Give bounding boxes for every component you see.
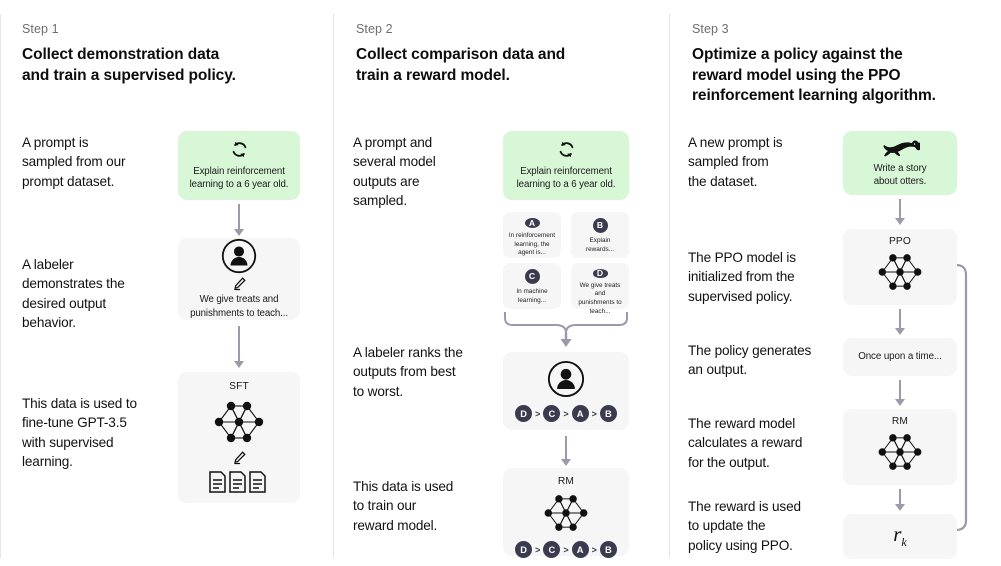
step-2-prompt-caption: Explain reinforcement learning to a 6 ye…: [516, 165, 616, 190]
output-badge-b: B: [592, 218, 608, 233]
step-3-arrow-3: [893, 380, 907, 406]
step-3-prompt-card[interactable]: Write a story about otters.: [843, 131, 957, 195]
step-3-ppo-card[interactable]: PPO: [843, 229, 957, 305]
step-1-prompt-caption: Explain reinforcement learning to a 6 ye…: [189, 165, 289, 190]
step-1-header: Step 1 Collect demonstration data and tr…: [0, 22, 334, 86]
step-1-body-1: A prompt is sampled from our prompt data…: [22, 135, 126, 189]
neural-network-icon: [867, 429, 933, 475]
step-3-column: Step 3 Optimize a policy against the rew…: [670, 0, 1001, 566]
step-2-title: Collect comparison data and train a rewa…: [356, 46, 566, 84]
step-2-body-2: A labeler ranks the outputs from best to…: [353, 345, 463, 399]
column-divider-2: [669, 14, 670, 558]
reward-formula: rk: [893, 522, 907, 550]
ppo-label: PPO: [888, 236, 912, 247]
step-3-header: Step 3 Optimize a policy against the rew…: [670, 22, 1001, 107]
step-3-body-3: The policy generates an output.: [688, 343, 812, 378]
pencil-icon: [232, 276, 247, 291]
output-badge-c: C: [524, 269, 540, 284]
neural-network-icon: [205, 396, 273, 448]
step-1-prompt-card[interactable]: Explain reinforcement learning to a 6 ye…: [178, 131, 300, 200]
output-badge-a: A: [524, 218, 540, 229]
ranking-row-labeler: D > C > A > B: [515, 405, 617, 422]
labeler-person-icon: [221, 238, 257, 274]
rank-badge-4: B: [599, 405, 617, 422]
step-3-body-4: The reward model calculates a reward for…: [688, 416, 803, 470]
merge-brace: [503, 310, 629, 348]
reward-subscript: k: [901, 535, 907, 550]
step-1-body-3: This data is used to fine-tune GPT-3.5 w…: [22, 396, 137, 469]
step-3-prompt-caption: Write a story about otters.: [873, 162, 927, 187]
labeler-person-icon: [547, 360, 585, 398]
column-divider-1b: [333, 14, 334, 558]
pencil-icon: [232, 450, 247, 465]
step-3-body-5: The reward is used to update the policy …: [688, 499, 801, 553]
neural-network-icon: [867, 249, 933, 295]
rm-rank-badge-4: B: [599, 541, 617, 558]
step-1-sft-card[interactable]: SFT: [178, 372, 300, 503]
step-2-column: Step 2 Collect comparison data and train…: [334, 0, 670, 566]
step-2-arrow-2: [559, 436, 573, 466]
sft-label: SFT: [229, 381, 249, 392]
documents-icon: [208, 470, 270, 494]
step-3-output-text: Once upon a time...: [858, 351, 942, 363]
step-3-label: Step 3: [692, 22, 729, 36]
rm-rank-badge-1: D: [515, 541, 533, 558]
step-1-title: Collect demonstration data and train a s…: [22, 46, 236, 84]
rm-label-step2: RM: [557, 476, 575, 487]
step-3-body-1: A new prompt is sampled from the dataset…: [688, 135, 783, 189]
step-1-body-2: A labeler demonstrates the desired outpu…: [22, 257, 125, 330]
column-divider-1: [0, 14, 1, 558]
output-badge-d: D: [592, 269, 608, 278]
output-text-d: We give treats and punishments to teach.…: [578, 281, 622, 315]
rm-rank-badge-2: C: [543, 541, 561, 558]
step-2-body-3: This data is used to train our reward mo…: [353, 479, 454, 533]
otter-icon: [880, 138, 920, 158]
step-1-labeler-card[interactable]: We give treats and punishments to teach.…: [178, 238, 300, 320]
refresh-icon: [557, 140, 576, 159]
neural-network-icon: [533, 490, 599, 536]
step-2-label: Step 2: [356, 22, 393, 36]
step-1-column: Step 1 Collect demonstration data and tr…: [0, 0, 334, 566]
step-1-arrow-1: [232, 204, 246, 236]
rank-badge-2: C: [543, 405, 561, 422]
rm-rank-badge-3: A: [571, 541, 589, 558]
rm-label-step3: RM: [891, 416, 909, 427]
step-3-reward-card[interactable]: rk: [843, 514, 957, 559]
output-text-b: Explain rewards...: [585, 237, 615, 253]
step-3-arrow-1: [893, 199, 907, 225]
refresh-icon: [230, 140, 249, 159]
step-1-label: Step 1: [22, 22, 59, 36]
step-2-prompt-card[interactable]: Explain reinforcement learning to a 6 ye…: [503, 131, 629, 200]
rank-badge-1: D: [515, 405, 533, 422]
output-card-b[interactable]: B Explain rewards...: [571, 212, 629, 258]
output-text-a: In reinforcement learning, the agent is.…: [508, 232, 556, 257]
output-card-c[interactable]: C In machine learning...: [503, 263, 561, 309]
step-2-ranking-card[interactable]: D > C > A > B: [503, 352, 629, 430]
step-3-title: Optimize a policy against the reward mod…: [692, 46, 936, 105]
rank-badge-3: A: [571, 405, 589, 422]
step-3-rm-card[interactable]: RM: [843, 409, 957, 485]
step-1-arrow-2: [232, 326, 246, 368]
output-card-a[interactable]: A In reinforcement learning, the agent i…: [503, 212, 561, 258]
step-3-arrow-4: [893, 489, 907, 511]
step-3-arrow-2: [893, 309, 907, 335]
step-2-header: Step 2 Collect comparison data and train…: [334, 22, 670, 86]
reward-symbol: r: [893, 522, 902, 547]
step-1-labeler-caption: We give treats and punishments to teach.…: [190, 294, 288, 319]
step-3-output-card[interactable]: Once upon a time...: [843, 338, 957, 376]
step-2-rm-card[interactable]: RM: [503, 468, 629, 558]
output-card-d[interactable]: D We give treats and punishments to teac…: [571, 263, 629, 315]
step-3-body-2: The PPO model is initialized from the su…: [688, 250, 796, 304]
step-2-body-1: A prompt and several model outputs are s…: [353, 135, 436, 208]
ranking-row-rm: D > C > A > B: [515, 541, 617, 558]
output-text-c: In machine learning...: [516, 288, 548, 304]
